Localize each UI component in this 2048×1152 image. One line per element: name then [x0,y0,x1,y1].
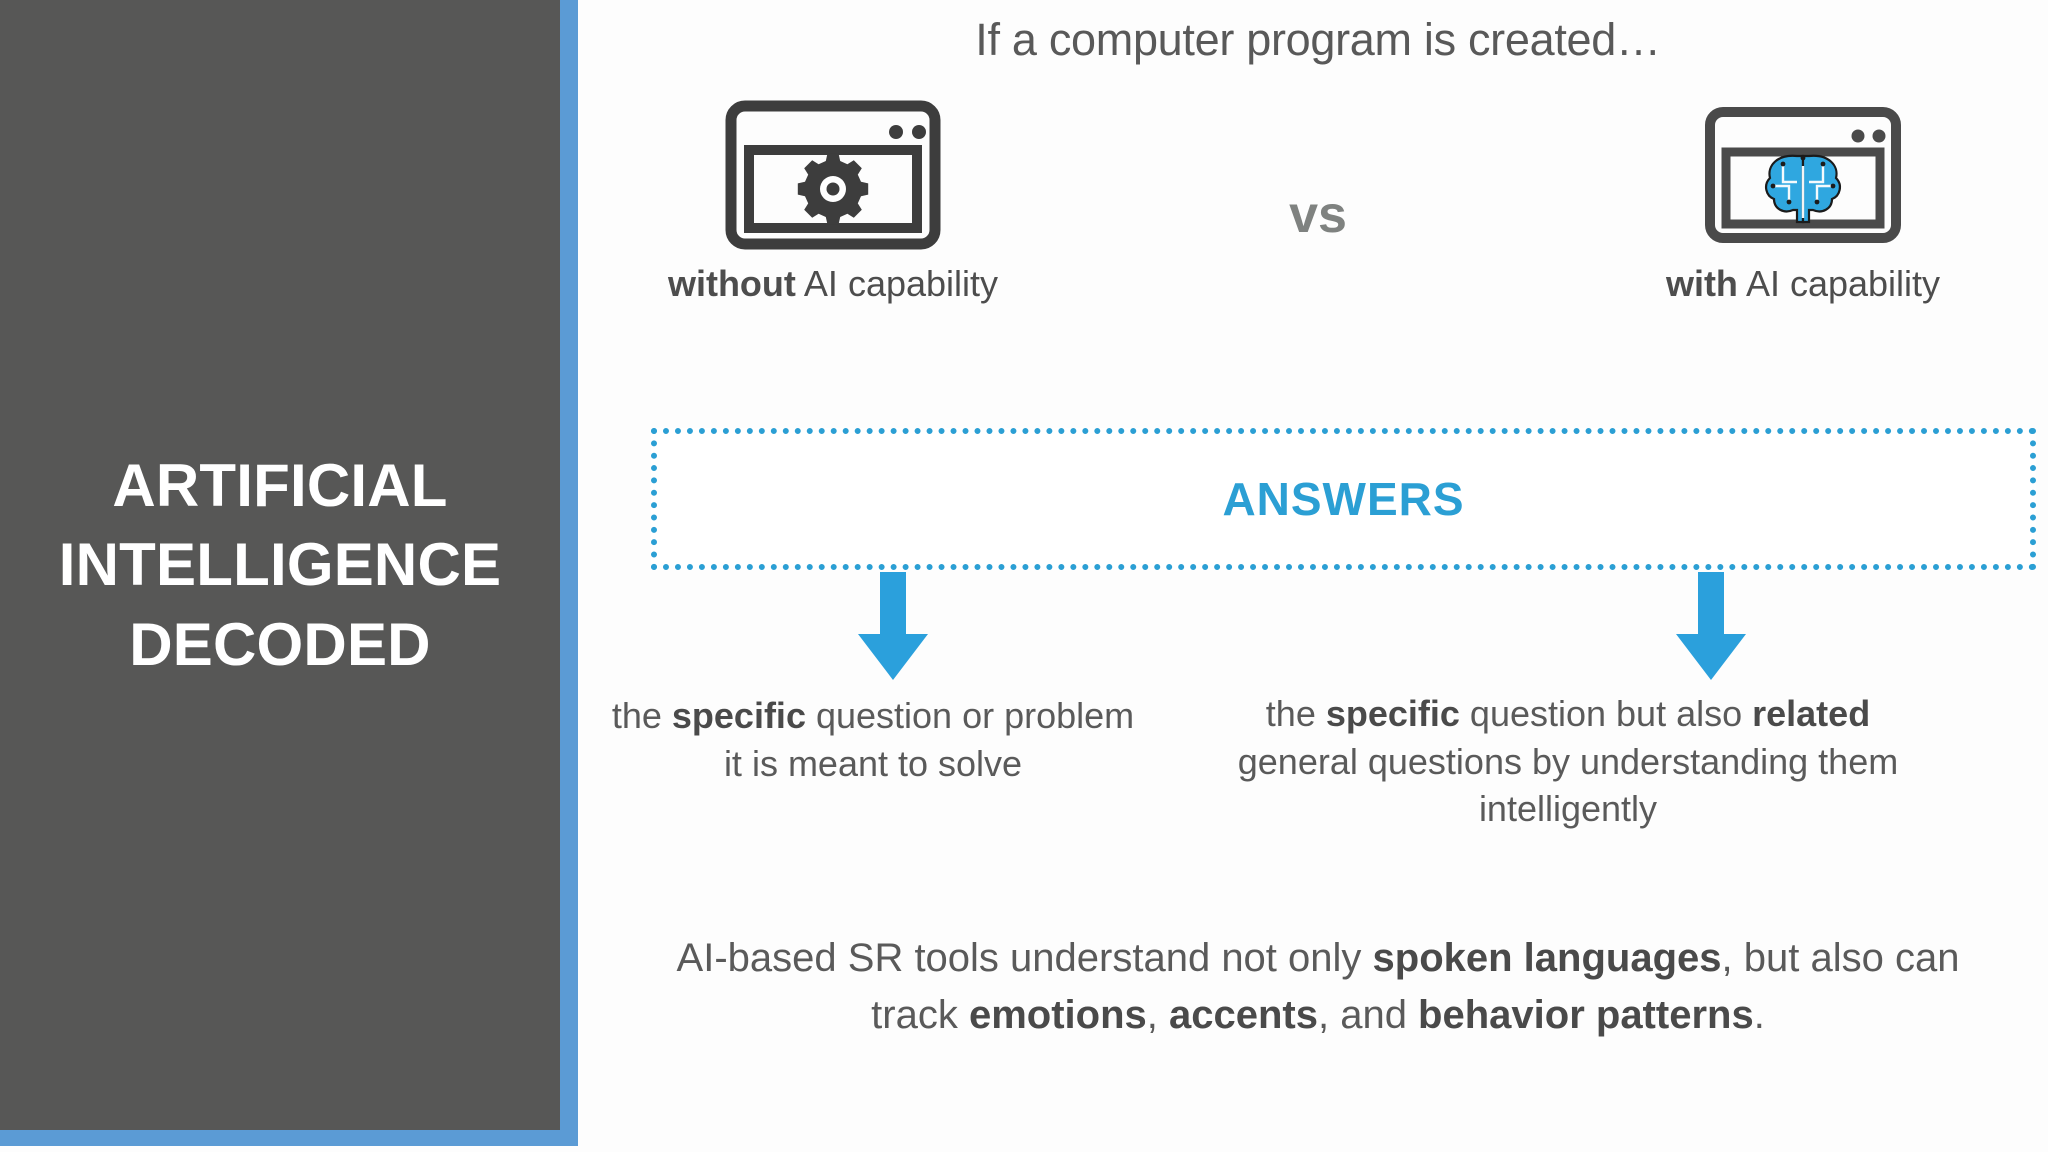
comparison-row: without AI capability vs [588,100,2048,405]
content-area: If a computer program is created… [588,0,2048,1152]
answers-label: ANSWERS [1222,473,1465,525]
page-title: ARTIFICIAL INTELLIGENCE DECODED [58,452,502,678]
summary-paragraph: AI-based SR tools understand not only sp… [676,936,1960,1037]
comparison-item-with-ai: with AI capability [1588,105,2018,308]
headline-text: If a computer program is created… [975,14,1661,65]
comparison-item-without-ai: without AI capability [618,100,1048,308]
caption-rest-without: AI capability [795,263,999,304]
browser-window-ai-brain-icon [1588,105,2018,245]
caption-rest-with: AI capability [1737,263,1941,304]
outcome-text-with-ai: the specific question but also related g… [1237,693,1899,830]
vs-label: vs [1289,186,1347,244]
comparison-caption-with: with AI capability [1588,261,2018,308]
comparison-caption-without: without AI capability [618,261,1048,308]
caption-bold-without: without [667,263,796,304]
answers-box: ANSWERS [651,428,2036,570]
caption-bold-with: with [1665,263,1738,304]
title-panel-frame: ARTIFICIAL INTELLIGENCE DECODED [0,0,578,1146]
outcome-text-without-ai: the specific question or problem it is m… [611,695,1135,784]
title-panel: ARTIFICIAL INTELLIGENCE DECODED [0,0,560,1130]
down-arrow-icon-right [1673,572,1749,682]
browser-window-gear-icon [618,100,1048,250]
down-arrow-icon-left [855,572,931,682]
